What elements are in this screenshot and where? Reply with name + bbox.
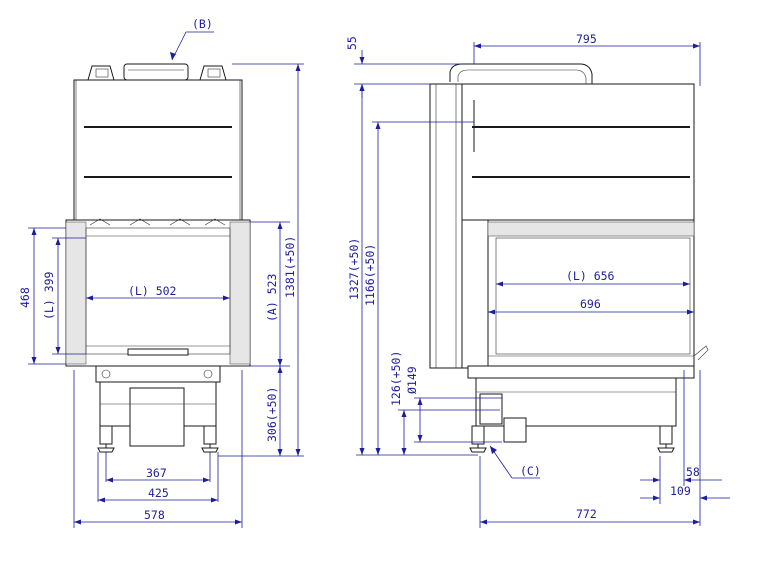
side-dimensions xyxy=(354,42,730,528)
dim-696: 696 xyxy=(580,297,601,311)
dim-126: 126(+50) xyxy=(389,351,403,406)
dim-109: 109 xyxy=(670,484,691,498)
dim-1166: 1166(+50) xyxy=(363,244,377,306)
dim-772: 772 xyxy=(576,507,597,521)
dim-367: 367 xyxy=(146,466,167,480)
dim-1381: 1381(+50) xyxy=(283,236,297,298)
dim-578: 578 xyxy=(144,508,165,522)
smoke-hood xyxy=(73,79,243,221)
dim-149: Ø149 xyxy=(405,366,419,394)
side-base xyxy=(467,365,695,453)
side-flue xyxy=(449,63,593,88)
side-view: 55 795 1327(+50) 1166(+50) 126(+50) Ø149… xyxy=(345,32,730,528)
base-stand xyxy=(95,365,221,453)
flue-collar xyxy=(87,63,227,81)
dim-a-523: (A) 523 xyxy=(265,273,279,322)
dim-l-399: (L) 399 xyxy=(42,271,56,320)
dim-58: 58 xyxy=(686,465,700,479)
dim-425: 425 xyxy=(148,486,169,500)
dim-l-502: (L) 502 xyxy=(128,284,176,298)
front-dimensions xyxy=(28,31,304,528)
dim-306: 306(+50) xyxy=(265,387,279,442)
dim-795: 795 xyxy=(576,32,597,46)
dim-l-656: (L) 656 xyxy=(566,269,615,283)
label-c: (C) xyxy=(520,464,541,478)
dim-1327: 1327(+50) xyxy=(347,238,361,300)
label-b: (B) xyxy=(192,17,213,31)
front-view: (B) (L) 502 367 425 578 468 (L) 399 (A) … xyxy=(18,17,304,528)
dim-468: 468 xyxy=(18,287,32,308)
side-body xyxy=(429,83,709,369)
firebox-frame xyxy=(65,218,251,367)
dim-55: 55 xyxy=(345,36,359,50)
